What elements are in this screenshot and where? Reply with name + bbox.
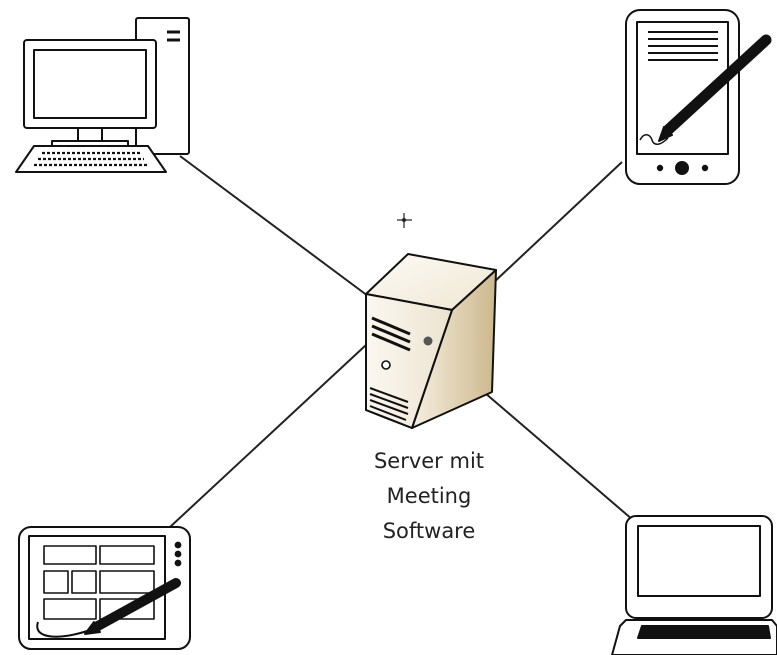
crosshair-icon [397, 213, 412, 228]
connection-desktop-server [179, 155, 369, 297]
server-tower-icon [365, 253, 497, 429]
laptop-icon [611, 515, 777, 655]
server-caption-line-3: Software [382, 519, 476, 543]
connection-tablet-server [169, 344, 367, 528]
pda-stylus-icon [625, 9, 772, 185]
graphics-tablet-icon [18, 526, 191, 650]
connection-lines [169, 155, 634, 528]
server-caption-line-2: Meeting [386, 484, 472, 508]
connection-pda-server [491, 161, 623, 285]
server-caption: Server mit Meeting Software [349, 444, 509, 549]
server-caption-line-1: Server mit [373, 449, 485, 473]
desktop-computer-icon [15, 17, 190, 173]
connection-laptop-server [484, 392, 634, 521]
